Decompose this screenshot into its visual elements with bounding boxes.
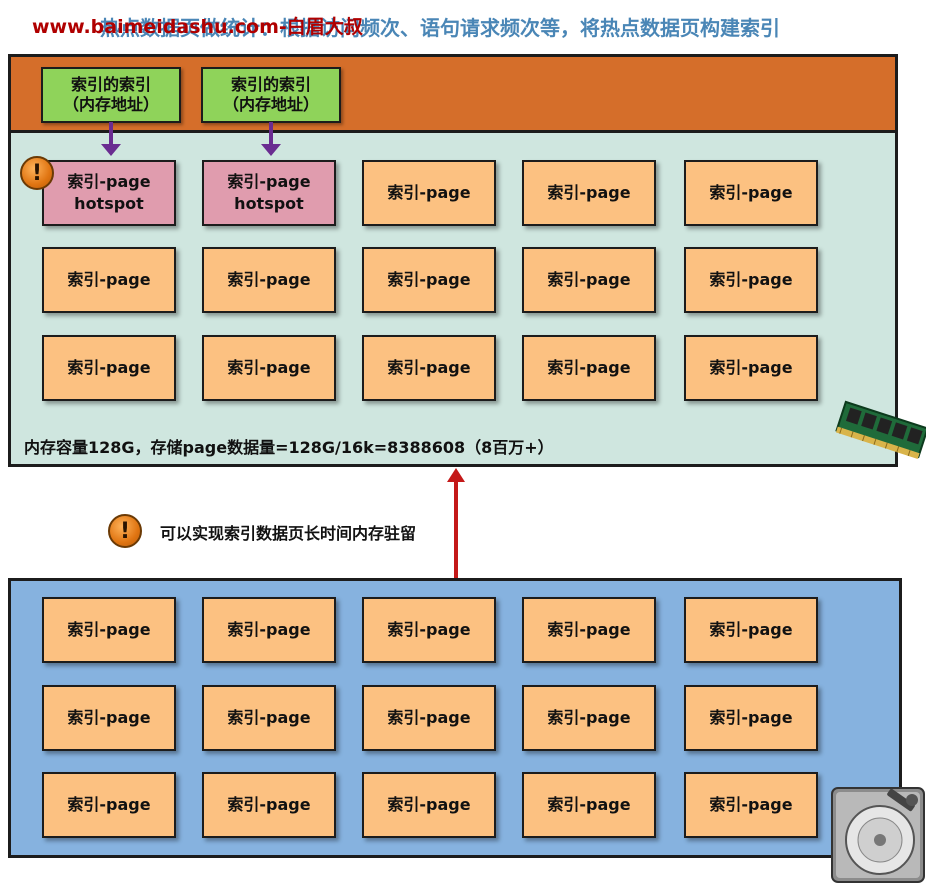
page-label: 索引-page xyxy=(709,183,793,202)
index-page: 索引-page xyxy=(42,597,176,663)
page-label: 索引-page xyxy=(547,620,631,639)
index-page: 索引-page xyxy=(202,247,336,313)
diagram-title: 热点数据页做统计：根据访问频次、语句请求频次等，将热点数据页构建索引 xyxy=(100,16,780,40)
page-label: 索引-page xyxy=(227,358,311,377)
memory-capacity-text: 内存容量128G，存储page数据量=128G/16k=8388608（8百万+… xyxy=(24,438,554,457)
index-box-line1: 索引的索引 xyxy=(70,75,151,94)
hotspot-label: hotspot xyxy=(234,194,304,213)
page-label: 索引-page xyxy=(709,708,793,727)
page-label: 索引-page xyxy=(387,270,471,289)
index-page: 索引-page xyxy=(684,685,818,751)
page-label: 索引-page xyxy=(709,620,793,639)
index-page: 索引-page xyxy=(42,772,176,838)
load-arrow-head xyxy=(447,468,465,482)
page-label: 索引-page xyxy=(547,183,631,202)
index-page: 索引-page xyxy=(522,160,656,226)
page-label: 索引-page xyxy=(387,183,471,202)
memory-header-bar: 索引的索引 （内存地址） 索引的索引 （内存地址） xyxy=(11,57,895,133)
warning-icon: ! xyxy=(108,514,142,548)
index-page: 索引-page xyxy=(362,685,496,751)
index-page: 索引-page xyxy=(362,772,496,838)
index-page: 索引-page xyxy=(362,247,496,313)
page-label: 索引-page xyxy=(67,270,151,289)
load-arrow-line xyxy=(454,478,458,578)
page-label: 索引-page xyxy=(387,358,471,377)
index-page: 索引-page xyxy=(202,685,336,751)
index-page-hotspot: 索引-page hotspot xyxy=(42,160,176,226)
warning-glyph: ! xyxy=(31,160,43,186)
pointer-arrow-1 xyxy=(101,122,121,156)
page-label: 索引-page xyxy=(67,708,151,727)
page-label: 索引-page xyxy=(227,795,311,814)
index-page: 索引-page xyxy=(362,160,496,226)
index-page: 索引-page xyxy=(684,772,818,838)
page-label: 索引-page xyxy=(709,358,793,377)
watermark-text: www.baimeidashu.com-白眉大叔 xyxy=(32,16,363,38)
page-label: 索引-page xyxy=(227,270,311,289)
index-of-index-box-2: 索引的索引 （内存地址） xyxy=(201,67,341,123)
page-label: 索引-page xyxy=(709,795,793,814)
index-page: 索引-page xyxy=(42,335,176,401)
index-page: 索引-page xyxy=(522,772,656,838)
page-label: 索引-page xyxy=(709,270,793,289)
page-label: 索引-page xyxy=(67,620,151,639)
index-page: 索引-page xyxy=(362,597,496,663)
ram-module-icon xyxy=(835,400,926,459)
page-label: 索引-page xyxy=(227,708,311,727)
page-label: 索引-page xyxy=(387,620,471,639)
index-page: 索引-page xyxy=(522,247,656,313)
page-label: 索引-page xyxy=(387,708,471,727)
warning-icon: ! xyxy=(20,156,54,190)
index-page: 索引-page xyxy=(522,335,656,401)
index-box-line1: 索引的索引 xyxy=(230,75,311,94)
warning-glyph: ! xyxy=(119,518,131,544)
index-page: 索引-page xyxy=(202,772,336,838)
hotspot-label: hotspot xyxy=(74,194,144,213)
index-page: 索引-page xyxy=(522,597,656,663)
page-label: 索引-page xyxy=(227,172,311,191)
index-page: 索引-page xyxy=(42,685,176,751)
page-label: 索引-page xyxy=(547,708,631,727)
index-of-index-box-1: 索引的索引 （内存地址） xyxy=(41,67,181,123)
index-page: 索引-page xyxy=(684,247,818,313)
page-label: 索引-page xyxy=(547,358,631,377)
page-label: 索引-page xyxy=(547,795,631,814)
hard-disk-icon xyxy=(831,787,925,883)
page-label: 索引-page xyxy=(67,795,151,814)
index-page: 索引-page xyxy=(684,160,818,226)
resident-note-text: 可以实现索引数据页长时间内存驻留 xyxy=(160,524,417,543)
index-page: 索引-page xyxy=(202,335,336,401)
index-page: 索引-page xyxy=(202,597,336,663)
index-page: 索引-page xyxy=(42,247,176,313)
page-label: 索引-page xyxy=(387,795,471,814)
index-page: 索引-page xyxy=(684,335,818,401)
index-page: 索引-page xyxy=(522,685,656,751)
page-label: 索引-page xyxy=(227,620,311,639)
page-label: 索引-page xyxy=(67,358,151,377)
pointer-arrow-2 xyxy=(261,122,281,156)
index-box-line2: （内存地址） xyxy=(62,95,159,114)
index-page: 索引-page xyxy=(684,597,818,663)
index-page-hotspot: 索引-page hotspot xyxy=(202,160,336,226)
page-label: 索引-page xyxy=(67,172,151,191)
page-label: 索引-page xyxy=(547,270,631,289)
index-box-line2: （内存地址） xyxy=(222,95,319,114)
index-page: 索引-page xyxy=(362,335,496,401)
